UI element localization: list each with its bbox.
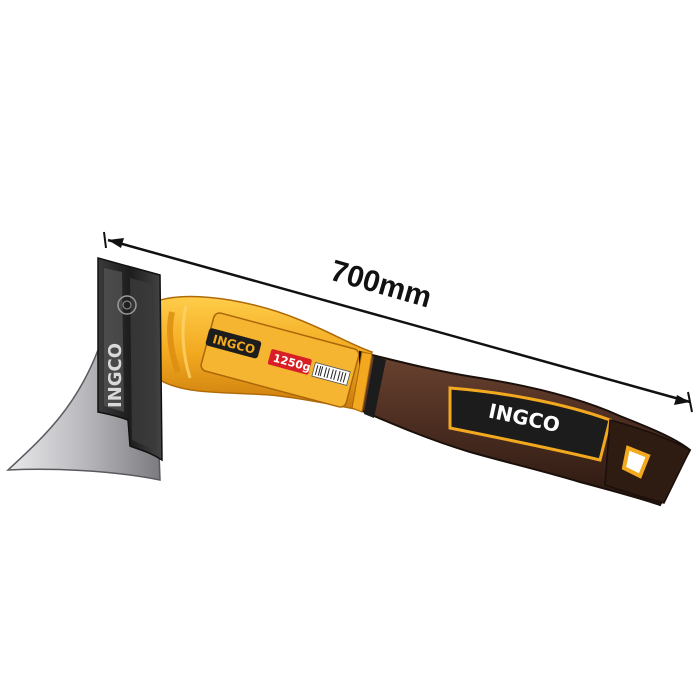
- axe-handle: [149, 295, 373, 411]
- axe-head: [6, 257, 163, 481]
- hang-hole-icon: [621, 445, 651, 479]
- head-brand-text: INGCO: [105, 343, 126, 408]
- weight-badge: 1250g: [267, 349, 351, 386]
- head-emblem-icon: [117, 295, 137, 315]
- dimension-arrow: [103, 231, 693, 413]
